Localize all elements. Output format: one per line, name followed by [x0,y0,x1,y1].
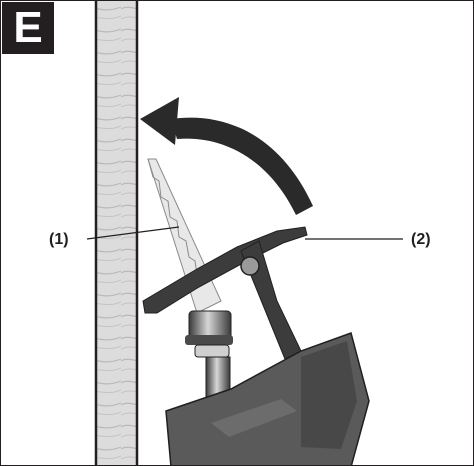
callout-2: (2) [411,231,431,248]
rotate-arrow-icon [140,97,313,215]
saw-body [165,332,370,465]
callout-1: (1) [49,231,69,248]
leader-line-1 [86,226,180,240]
figure-badge: E [2,2,54,54]
